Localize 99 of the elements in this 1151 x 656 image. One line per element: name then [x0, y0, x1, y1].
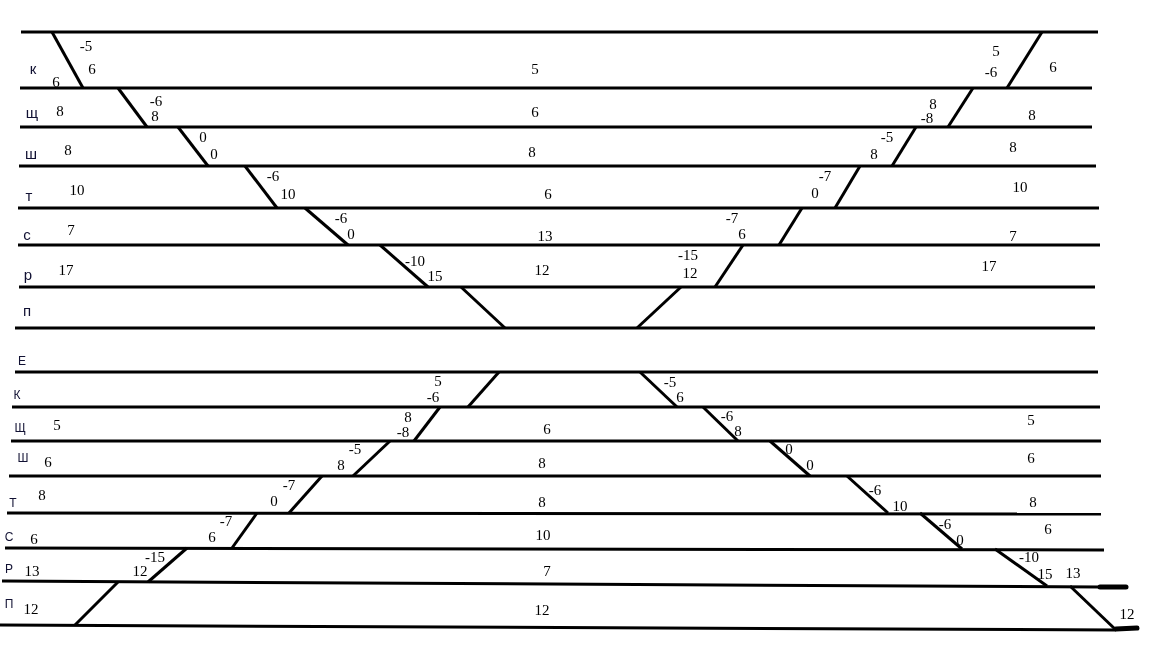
number-label: 17	[58, 263, 74, 277]
number-label: 0	[210, 147, 218, 161]
number-label: -5	[348, 442, 362, 456]
number-label: 8	[38, 488, 46, 502]
number-label: 5	[53, 418, 61, 432]
number-label: 12	[1119, 607, 1135, 621]
number-label: -6	[868, 483, 882, 497]
number-label: 6	[676, 390, 684, 404]
number-label: 8	[1028, 108, 1036, 122]
layer-letter: Р	[5, 562, 13, 576]
number-label: 12	[534, 603, 550, 617]
number-label: 17	[981, 259, 997, 273]
number-label: 12	[534, 263, 550, 277]
number-label: 8	[151, 109, 159, 123]
number-label: 7	[1009, 229, 1017, 243]
number-label: -5	[663, 375, 677, 389]
layer-letter: п	[22, 304, 32, 318]
number-label: 8	[1029, 495, 1037, 509]
number-label: 6	[44, 455, 52, 469]
number-label: 8	[56, 104, 64, 118]
number-label: 5	[531, 62, 539, 76]
number-label: -6	[334, 211, 348, 225]
number-label: -15	[678, 248, 698, 262]
number-label: 10	[280, 187, 296, 201]
number-label: 5	[434, 374, 442, 388]
layer-letter: т	[25, 189, 33, 203]
number-label: 6	[30, 532, 38, 546]
number-label: 10	[1012, 180, 1028, 194]
number-label: -15	[145, 550, 165, 564]
number-label: 0	[199, 130, 207, 144]
layer-letter: щ	[25, 106, 39, 120]
number-label: -10	[405, 254, 425, 268]
number-label: 6	[1044, 522, 1052, 536]
number-label: 0	[270, 494, 278, 508]
number-label: -7	[282, 478, 296, 492]
layer-letter: К	[13, 388, 21, 402]
number-label: -6	[720, 409, 734, 423]
number-label: 13	[537, 229, 553, 243]
number-label: 0	[956, 533, 964, 547]
layer-letter: р	[23, 268, 33, 282]
number-label: 13	[1065, 566, 1081, 580]
number-label: -5	[880, 130, 894, 144]
number-label: -7	[725, 211, 739, 225]
number-label: 6	[1049, 60, 1057, 74]
number-label: 8	[870, 147, 878, 161]
number-label: 12	[682, 266, 698, 280]
number-label: 10	[892, 499, 908, 513]
number-label: 15	[427, 269, 443, 283]
number-label: 7	[67, 223, 75, 237]
number-label: 6	[531, 105, 539, 119]
layer-letter: С	[4, 530, 14, 544]
layer-letter: с	[23, 228, 31, 242]
number-label: -7	[818, 169, 832, 183]
number-label: 6	[1027, 451, 1035, 465]
layer-letter: П	[4, 597, 14, 611]
number-label: 6	[88, 62, 96, 76]
layer-letter: ш	[25, 147, 37, 161]
number-label: -10	[1019, 550, 1039, 564]
number-label: 7	[543, 564, 551, 578]
number-label: 0	[811, 186, 819, 200]
number-label: -5	[79, 39, 93, 53]
layer-letter: Щ	[14, 421, 26, 435]
number-label: 6	[738, 227, 746, 241]
number-label: 8	[538, 456, 546, 470]
number-label: 8	[734, 424, 742, 438]
number-label: 5	[1027, 413, 1035, 427]
number-label: 0	[785, 442, 793, 456]
layer-letter: Е	[18, 354, 26, 368]
number-label: 12	[132, 564, 148, 578]
number-label: -6	[938, 517, 952, 531]
number-label: -6	[426, 390, 440, 404]
number-label: 10	[535, 528, 551, 542]
number-label: 8	[538, 495, 546, 509]
layer-letter: к	[29, 62, 37, 76]
layer-letter: Т	[9, 496, 17, 510]
number-label: 6	[208, 530, 216, 544]
number-label: -6	[149, 94, 163, 108]
number-label: 13	[24, 564, 40, 578]
number-label: 5	[992, 44, 1000, 58]
number-label: -8	[920, 111, 934, 125]
number-label: 0	[347, 227, 355, 241]
number-label: 8	[528, 145, 536, 159]
number-label: 6	[52, 75, 60, 89]
number-label: 6	[544, 187, 552, 201]
number-label: 8	[1009, 140, 1017, 154]
number-label: 12	[23, 602, 39, 616]
layer-letter: Ш	[17, 451, 29, 465]
number-label: -7	[219, 514, 233, 528]
number-label: 6	[543, 422, 551, 436]
number-label: 8	[929, 97, 937, 111]
number-label: -6	[984, 65, 998, 79]
number-label: -6	[266, 169, 280, 183]
number-label: 8	[64, 143, 72, 157]
number-label: 8	[337, 458, 345, 472]
number-label: 8	[404, 410, 412, 424]
number-label: 15	[1037, 567, 1053, 581]
number-label: 0	[806, 458, 814, 472]
number-label: 10	[69, 183, 85, 197]
number-label: -8	[396, 425, 410, 439]
